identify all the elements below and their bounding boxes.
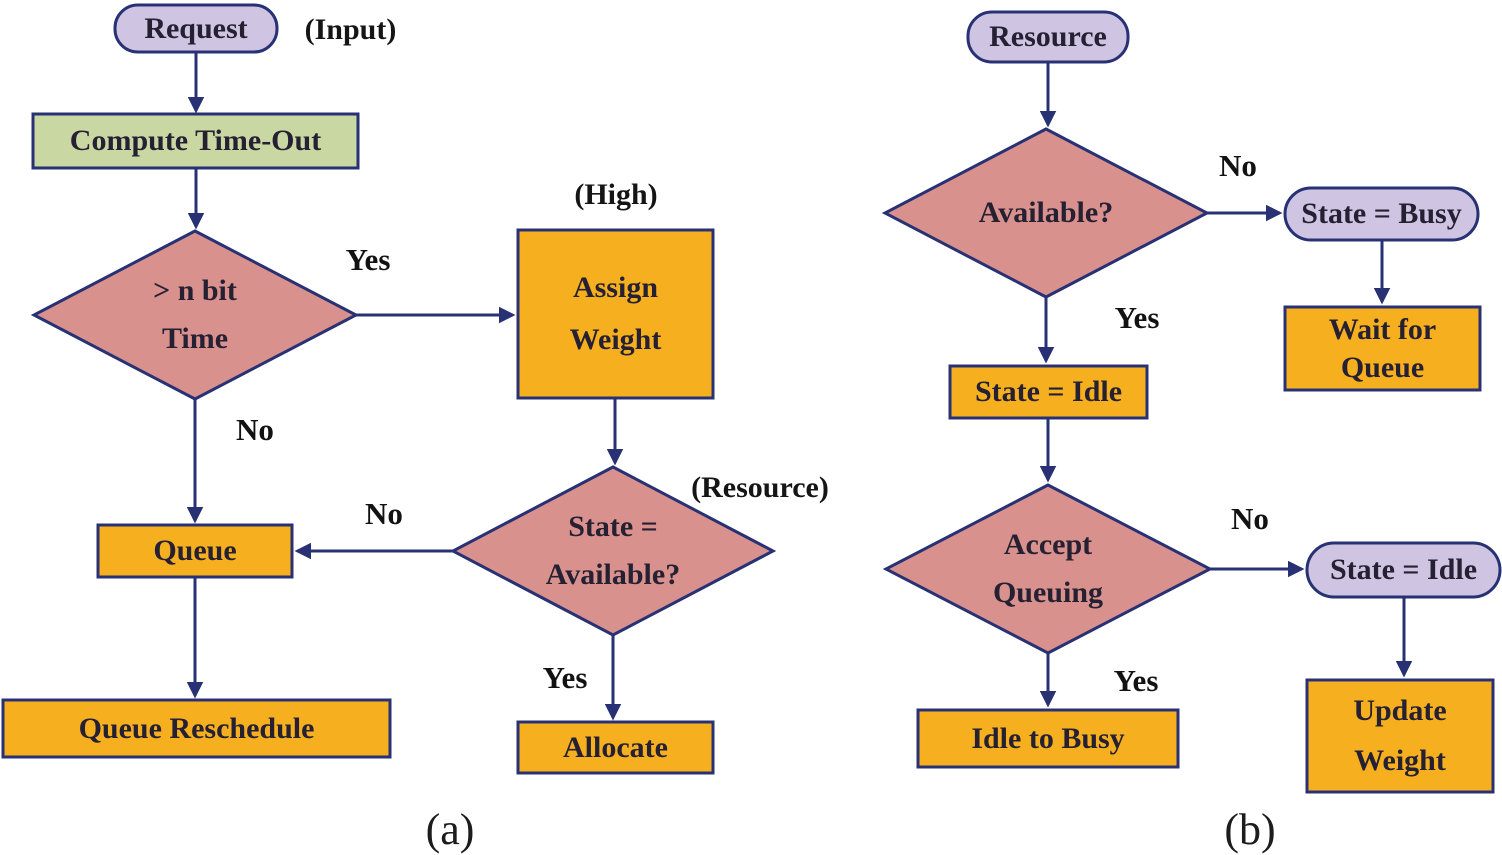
queue-reschedule-shape xyxy=(1,698,392,759)
queue-shape xyxy=(96,523,294,579)
flowchart-a xyxy=(1,3,777,775)
n-bit-time-diamond-shape xyxy=(30,229,360,401)
request-terminal-shape xyxy=(113,3,279,54)
idle-to-busy-shape xyxy=(916,708,1180,769)
flowchart-b xyxy=(881,10,1502,794)
resource-terminal-shape xyxy=(966,10,1130,64)
wait-for-queue-shape xyxy=(1283,305,1482,392)
update-weight-shape xyxy=(1305,678,1495,794)
state-busy-terminal-shape xyxy=(1283,186,1480,242)
accept-queuing-diamond-shape xyxy=(882,483,1214,655)
state-idle-shape xyxy=(948,364,1149,420)
available-diamond-shape xyxy=(881,127,1211,299)
allocate-shape xyxy=(516,720,715,775)
state-idle-terminal-shape xyxy=(1305,541,1502,599)
compute-timeout-shape xyxy=(31,112,360,170)
state-available-diamond-shape xyxy=(449,465,777,637)
assign-weight-shape xyxy=(516,228,715,400)
